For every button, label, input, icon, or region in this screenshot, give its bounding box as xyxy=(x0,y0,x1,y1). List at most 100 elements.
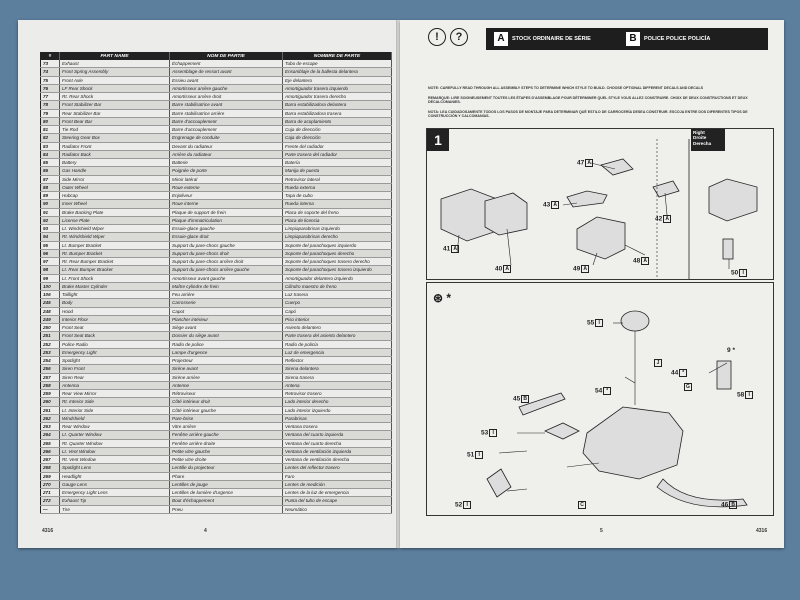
part-name-fr: Arrière du radiateur xyxy=(169,150,283,160)
part-label-C: C xyxy=(577,501,586,509)
part-name-en: Rt. Interior Side xyxy=(59,397,170,407)
part-name-es: Luz trasera xyxy=(282,290,392,300)
part-label-J: J xyxy=(653,359,662,367)
part-name-fr: Petite vitre gauche xyxy=(169,447,283,457)
part-number: 106 xyxy=(40,290,60,300)
part-name-es: Ventana del cuarto izquierda xyxy=(282,430,392,440)
part-name-en: Rt. Rear Bumper Bracket xyxy=(59,257,170,267)
part-name-es: Caja de dirección xyxy=(282,133,392,143)
part-name-en: Police Radio xyxy=(59,340,170,349)
part-number: 96 xyxy=(40,249,60,259)
part-name-en: Siren Rear xyxy=(59,373,170,382)
part-name-es: Cilindro maestro de freno xyxy=(282,282,392,292)
part-number: 258 xyxy=(40,381,60,391)
part-name-es: Lado interior izquierdo xyxy=(282,406,392,415)
option-b-label: POLICE POLICE POLICÍA xyxy=(644,36,711,42)
part-name-fr: Barre d'accouplement xyxy=(169,117,283,127)
part-name-fr: Essuie-glace droit xyxy=(169,232,283,242)
part-name-es: Tapa de cubo xyxy=(282,191,392,201)
part-name-es: Placa de licencia xyxy=(282,216,392,226)
part-name-en: Rt. Bumper Bracket xyxy=(59,249,170,259)
col-header-part-name: PART NAME xyxy=(59,52,170,60)
part-number: 266 xyxy=(40,447,60,457)
part-name-fr: Fenêtre arrière droite xyxy=(169,439,283,448)
part-name-es: Barra de acoplamiento xyxy=(282,117,392,127)
part-name-es: Limpiaparabrisas izquierdo xyxy=(282,224,392,234)
part-name-es: Punta del tubo de escape xyxy=(282,496,392,506)
part-name-en: Front Seat Back xyxy=(59,331,170,341)
part-name-fr: Miroir latéral xyxy=(169,175,283,184)
option-b-badge: B xyxy=(626,32,640,46)
part-number: 254 xyxy=(40,356,60,366)
part-name-en: Steering Gear Box xyxy=(59,133,170,143)
part-number: 91 xyxy=(40,208,60,217)
part-name-es: Soporte del parachoques trasero derecho xyxy=(282,257,392,267)
part-name-en: Brake Backing Plate xyxy=(59,208,170,217)
part-name-en: Inner Wheel xyxy=(59,199,170,209)
part-number: 94 xyxy=(40,232,60,242)
part-number: 269 xyxy=(40,472,60,481)
part-name-fr: Barre stabilisatrice avant xyxy=(169,100,283,110)
part-name-fr: Petite vitre droite xyxy=(169,455,283,465)
part-number: 79 xyxy=(40,109,60,118)
part-name-en: Spotlight xyxy=(59,356,170,366)
part-name-es: Amortiguador trasero izquierdo xyxy=(282,84,392,94)
part-name-en: Tire xyxy=(59,505,170,514)
part-name-es: Ventana de ventilación izquierda xyxy=(282,447,392,457)
part-name-fr: Vitre arrière xyxy=(169,422,283,432)
part-number: 81 xyxy=(40,125,60,135)
part-number: 268 xyxy=(40,463,60,473)
part-number: 98 xyxy=(40,265,60,275)
booklet-spine xyxy=(396,20,402,548)
part-number: 259 xyxy=(40,389,60,399)
part-number: 93 xyxy=(40,224,60,234)
page-number-left: 4 xyxy=(204,528,207,534)
part-name-en: Rt. Vent Window xyxy=(59,455,170,465)
part-name-fr: Support du pare-chocs arrière gauche xyxy=(169,265,283,275)
part-name-en: Headlight xyxy=(59,472,170,481)
part-number: 76 xyxy=(40,84,60,94)
part-name-es: Parte trasera del radiador xyxy=(282,150,392,160)
note-spanish: NOTA: LEA CUIDADOSAMENTE TODOS LOS PASOS… xyxy=(428,110,748,119)
warning-icon: ! xyxy=(428,28,446,46)
part-name-es: Ventana trasera xyxy=(282,422,392,432)
part-name-es: Rueda interna xyxy=(282,199,392,209)
part-name-fr: Capot xyxy=(169,307,283,316)
part-label-54: 54* xyxy=(595,387,612,395)
part-number: 262 xyxy=(40,414,60,424)
part-name-fr: Poignée de porte xyxy=(169,166,283,176)
part-number: 249 xyxy=(40,315,60,325)
part-name-fr: Pneu xyxy=(169,505,283,514)
part-number: 271 xyxy=(40,488,60,498)
parts-table-header: # PART NAME NOM DE PARTIE NOMBRE DE PART… xyxy=(40,52,392,60)
part-name-es: Antena xyxy=(282,381,392,391)
part-number: 83 xyxy=(40,142,60,151)
part-name-es: Parabrisas xyxy=(282,414,392,424)
